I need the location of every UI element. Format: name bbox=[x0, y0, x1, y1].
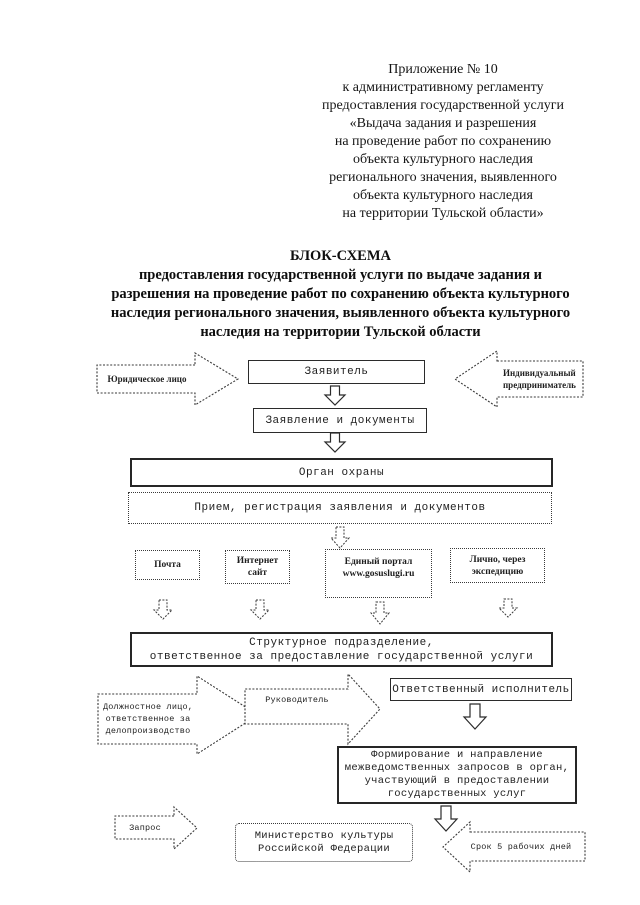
protection-authority-box: Орган охраны bbox=[130, 458, 553, 487]
request-arrow-icon bbox=[114, 805, 198, 851]
individual-entrepreneur-label: Индивидуальный предприниматель bbox=[503, 368, 576, 390]
channel-box-website: Интернет сайт bbox=[225, 550, 290, 584]
channel-box-portal: Единый портал www.gosuslugi.ru bbox=[325, 549, 432, 598]
head-label: Руководитель bbox=[265, 695, 329, 705]
annex-header: Приложение № 10 к административному регл… bbox=[322, 62, 564, 221]
arrow-down-icon bbox=[323, 432, 347, 453]
channel-box-in-person: Лично, через экспедицию bbox=[450, 548, 545, 583]
responsible-executor-box: Ответственный исполнитель bbox=[390, 678, 572, 701]
structural-unit-box: Структурное подразделение, ответственное… bbox=[130, 632, 553, 667]
individual-entrepreneur-arrow-icon bbox=[454, 349, 584, 409]
arrow-down-icon bbox=[433, 805, 459, 832]
reception-registration-box: Прием, регистрация заявления и документо… bbox=[128, 492, 552, 524]
request-label: Запрос bbox=[129, 822, 161, 833]
doc-title: БЛОК-СХЕМА предоставления государственно… bbox=[110, 248, 571, 340]
clerk-label: Должностное лицо, ответственное за делоп… bbox=[102, 702, 194, 736]
term-label: Срок 5 рабочих дней bbox=[470, 841, 572, 852]
arrow-down-icon bbox=[329, 526, 351, 549]
clerk-arrow-icon bbox=[97, 674, 260, 756]
legal-entity-label: Юридическое лицо bbox=[107, 374, 187, 384]
application-documents-box: Заявление и документы bbox=[253, 408, 427, 433]
interagency-requests-box: Формирование и направление межведомствен… bbox=[337, 746, 577, 804]
arrow-down-icon bbox=[249, 599, 271, 620]
arrow-down-icon bbox=[323, 385, 347, 406]
arrow-down-icon bbox=[152, 599, 174, 620]
applicant-box: Заявитель bbox=[248, 360, 425, 384]
ministry-of-culture-box: Министерство культуры Российской Федерац… bbox=[235, 823, 413, 862]
arrow-down-icon bbox=[462, 703, 488, 730]
channel-box-mail: Почта bbox=[135, 550, 200, 580]
head-arrow-icon bbox=[244, 672, 381, 746]
legal-entity-arrow-icon bbox=[96, 352, 240, 406]
arrow-down-icon bbox=[369, 601, 391, 625]
arrow-down-icon bbox=[497, 598, 519, 618]
term-arrow-icon bbox=[442, 820, 586, 874]
